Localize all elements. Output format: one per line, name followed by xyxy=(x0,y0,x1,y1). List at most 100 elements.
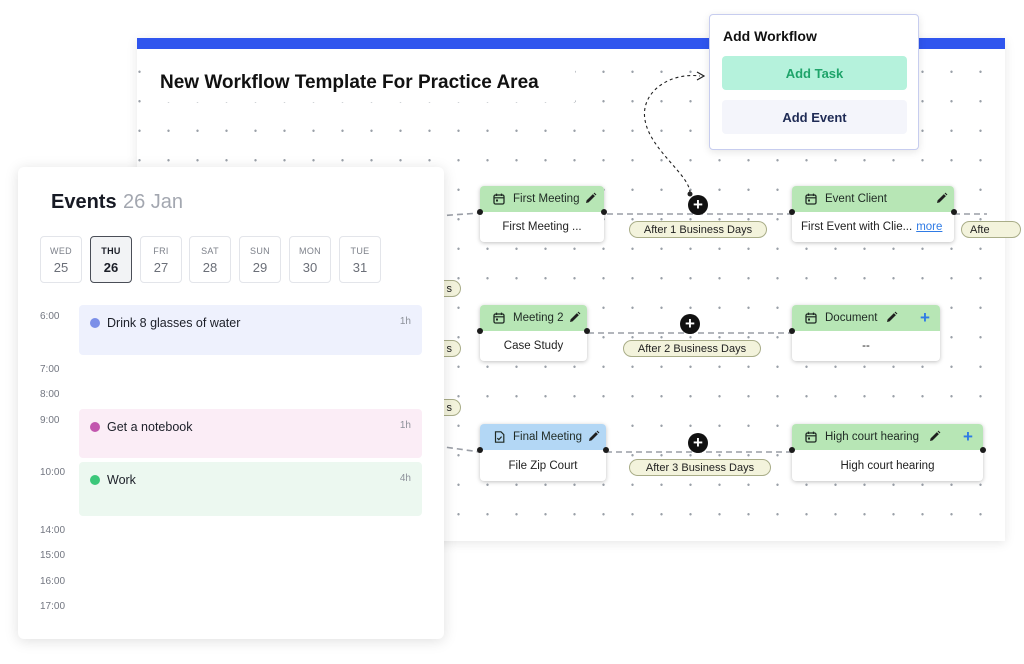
event-label: Work xyxy=(107,473,136,487)
node-header: High court hearing xyxy=(792,424,983,450)
event-color-dot xyxy=(90,422,100,432)
node-document[interactable]: Document + -- xyxy=(789,305,940,361)
event-item[interactable]: Work 4h xyxy=(79,462,422,516)
add-icon[interactable]: + xyxy=(920,308,930,327)
add-workflow-popup: Add Workflow Add Task Add Event xyxy=(709,14,919,150)
day-number: 26 xyxy=(103,260,119,275)
add-icon[interactable]: + xyxy=(963,427,973,446)
add-step-button[interactable]: + xyxy=(688,433,708,453)
add-task-button[interactable]: Add Task xyxy=(722,56,907,90)
node-header: Document xyxy=(792,305,940,331)
node-body: Case Study xyxy=(503,340,564,352)
node-body: High court hearing xyxy=(840,459,935,472)
pencil-icon[interactable] xyxy=(568,311,582,325)
event-duration: 4h xyxy=(399,473,411,484)
node-body: File Zip Court xyxy=(508,459,578,472)
connector-incoming-row1 xyxy=(436,212,481,217)
time-label: 10:00 xyxy=(40,467,66,478)
event-item[interactable]: Drink 8 glasses of water 1h xyxy=(79,305,422,355)
node-body: -- xyxy=(862,340,870,352)
event-label: Get a notebook xyxy=(107,420,193,434)
delay-pill[interactable]: After 1 Business Days xyxy=(629,221,767,238)
day-name: THU xyxy=(101,246,121,256)
time-label: 9:00 xyxy=(40,415,60,426)
node-high-court-hearing[interactable]: High court hearing + High court hearing xyxy=(789,424,986,481)
day-number: 31 xyxy=(352,260,368,275)
node-final-meeting[interactable]: Final Meeting File Zip Court xyxy=(477,424,609,481)
day-sat[interactable]: SAT 28 xyxy=(189,236,231,283)
day-fri[interactable]: FRI 27 xyxy=(140,236,182,283)
day-tue[interactable]: TUE 31 xyxy=(339,236,381,283)
node-title: High court hearing xyxy=(825,431,919,443)
connector-handle[interactable] xyxy=(789,328,795,334)
node-event-client[interactable]: Event Client First Event with Clie... mo… xyxy=(789,186,957,242)
add-step-button[interactable]: + xyxy=(688,195,708,215)
time-label: 16:00 xyxy=(40,576,66,587)
day-name: FRI xyxy=(153,246,169,256)
connector-handle[interactable] xyxy=(584,328,590,334)
day-number: 29 xyxy=(252,260,268,275)
connector-handle[interactable] xyxy=(601,209,607,215)
day-number: 27 xyxy=(153,260,169,275)
add-step-button[interactable]: + xyxy=(680,314,700,334)
day-mon[interactable]: MON 30 xyxy=(289,236,331,283)
events-date: 26 Jan xyxy=(123,191,184,213)
node-meeting-2[interactable]: Meeting 2 Case Study xyxy=(477,305,590,361)
connector-handle[interactable] xyxy=(477,328,483,334)
pencil-icon[interactable] xyxy=(584,192,598,206)
event-color-dot xyxy=(90,475,100,485)
time-label: 15:00 xyxy=(40,550,66,561)
delay-pill[interactable]: After 2 Business Days xyxy=(623,340,761,357)
more-link[interactable]: more xyxy=(916,221,943,233)
delay-pill-partial[interactable]: Afte xyxy=(961,221,1021,238)
node-title: Document xyxy=(825,312,878,324)
connector-handle[interactable] xyxy=(789,447,795,453)
delay-pill[interactable]: After 3 Business Days xyxy=(629,459,771,476)
time-label: 17:00 xyxy=(40,601,66,612)
events-panel: Events 26 Jan WED 25 THU 26 FRI 27 SAT 2… xyxy=(18,167,444,639)
event-duration: 1h xyxy=(399,420,411,431)
connector-handle[interactable] xyxy=(477,447,483,453)
day-name: MON xyxy=(299,246,321,256)
day-wed[interactable]: WED 25 xyxy=(40,236,82,283)
node-title: Event Client xyxy=(825,193,888,205)
canvas-top-accent-bar xyxy=(137,38,1005,49)
node-title: First Meeting xyxy=(513,193,580,205)
event-duration: 1h xyxy=(399,316,411,327)
time-label: 8:00 xyxy=(40,389,60,400)
day-number: 30 xyxy=(302,260,318,275)
node-title: Meeting 2 xyxy=(513,312,564,324)
time-label: 7:00 xyxy=(40,364,60,375)
event-item[interactable]: Get a notebook 1h xyxy=(79,409,422,458)
connector-handle[interactable] xyxy=(603,447,609,453)
pencil-icon[interactable] xyxy=(928,430,942,444)
calendar-icon xyxy=(804,430,818,444)
node-first-meeting[interactable]: First Meeting First Meeting ... xyxy=(477,186,607,242)
connector-handle[interactable] xyxy=(980,447,986,453)
node-title: Final Meeting xyxy=(513,431,583,443)
event-color-dot xyxy=(90,318,100,328)
calendar-icon xyxy=(492,311,506,325)
popup-title: Add Workflow xyxy=(723,28,817,44)
connector-handle[interactable] xyxy=(951,209,957,215)
pencil-icon[interactable] xyxy=(935,192,949,206)
node-body: First Meeting ... xyxy=(502,221,582,233)
pencil-icon[interactable] xyxy=(587,430,601,444)
connector-handle[interactable] xyxy=(477,209,483,215)
calendar-icon xyxy=(804,192,818,206)
pencil-icon[interactable] xyxy=(885,311,899,325)
day-sun[interactable]: SUN 29 xyxy=(239,236,281,283)
node-header: Final Meeting xyxy=(480,424,606,450)
connector-incoming-row3 xyxy=(436,445,481,453)
time-label: 14:00 xyxy=(40,525,66,536)
day-name: WED xyxy=(50,246,72,256)
time-label: 6:00 xyxy=(40,311,60,322)
workflow-title: New Workflow Template For Practice Area xyxy=(160,72,539,93)
day-thu-selected[interactable]: THU 26 xyxy=(90,236,132,283)
add-event-button[interactable]: Add Event xyxy=(722,100,907,134)
calendar-icon xyxy=(492,192,506,206)
connector-handle[interactable] xyxy=(789,209,795,215)
node-body-text: First Event with Clie... xyxy=(801,221,913,233)
node-header: Event Client xyxy=(792,186,954,212)
